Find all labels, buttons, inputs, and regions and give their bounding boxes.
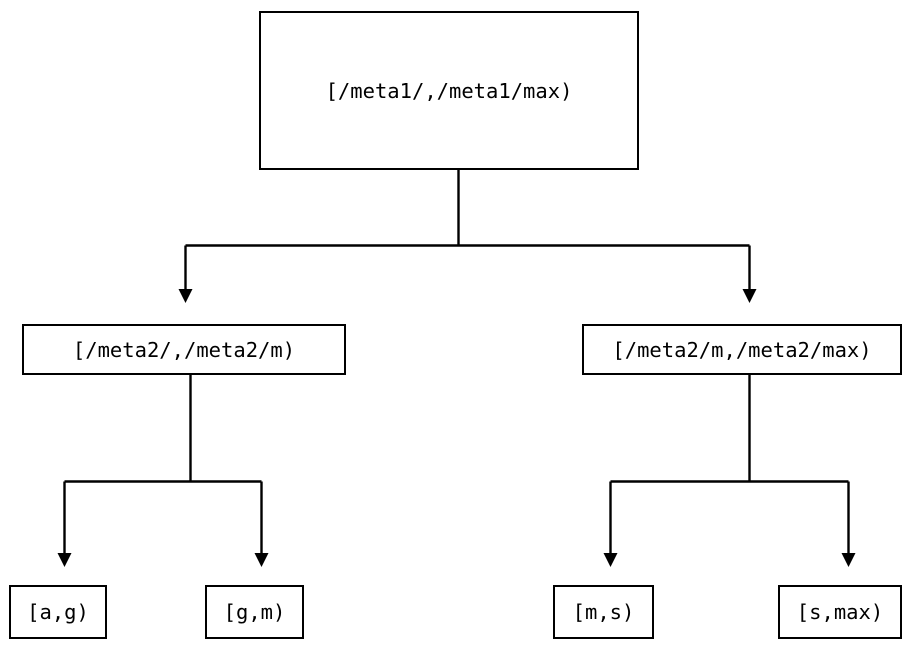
arrow-head-icon-leaf-s-max <box>841 553 856 567</box>
node-mid-right: [/meta2/m,/meta2/max) <box>582 324 902 375</box>
node-mid-left: [/meta2/,/meta2/m) <box>22 324 346 375</box>
node-root: [/meta1/,/meta1/max) <box>259 11 639 170</box>
arrow-head-icon-leaf-a-g <box>57 553 72 567</box>
node-leaf-g-m: [g,m) <box>205 585 304 639</box>
node-leaf-a-g: [a,g) <box>9 585 107 639</box>
arrow-head-icon-leaf-g-m <box>254 553 269 567</box>
arrow-head-icon-mid-right <box>742 289 757 303</box>
arrow-head-icon-mid-left <box>178 289 193 303</box>
arrow-head-icon-leaf-m-s <box>603 553 618 567</box>
node-leaf-s-max: [s,max) <box>778 585 902 639</box>
node-leaf-m-s: [m,s) <box>553 585 654 639</box>
